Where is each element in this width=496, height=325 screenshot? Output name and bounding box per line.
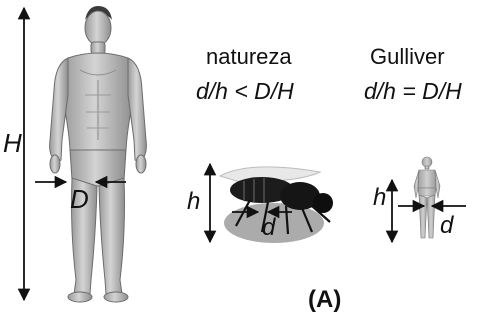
panel-label: (A) xyxy=(308,286,341,314)
natureza-relation: d/h < D/H xyxy=(196,78,294,105)
gulliver-title: Gulliver xyxy=(370,44,445,70)
label-H: H xyxy=(3,128,22,159)
gulliver-relation: d/h = D/H xyxy=(364,78,462,105)
natureza-title: natureza xyxy=(206,44,292,70)
fly-figure xyxy=(220,167,333,243)
label-D: D xyxy=(70,184,89,215)
label-fly-d: d xyxy=(262,214,275,242)
label-gulliver-h: h xyxy=(373,184,386,212)
gulliver-figure xyxy=(414,157,440,238)
human-figure xyxy=(50,6,147,302)
label-gulliver-d: d xyxy=(440,212,453,240)
label-fly-h: h xyxy=(187,188,200,216)
